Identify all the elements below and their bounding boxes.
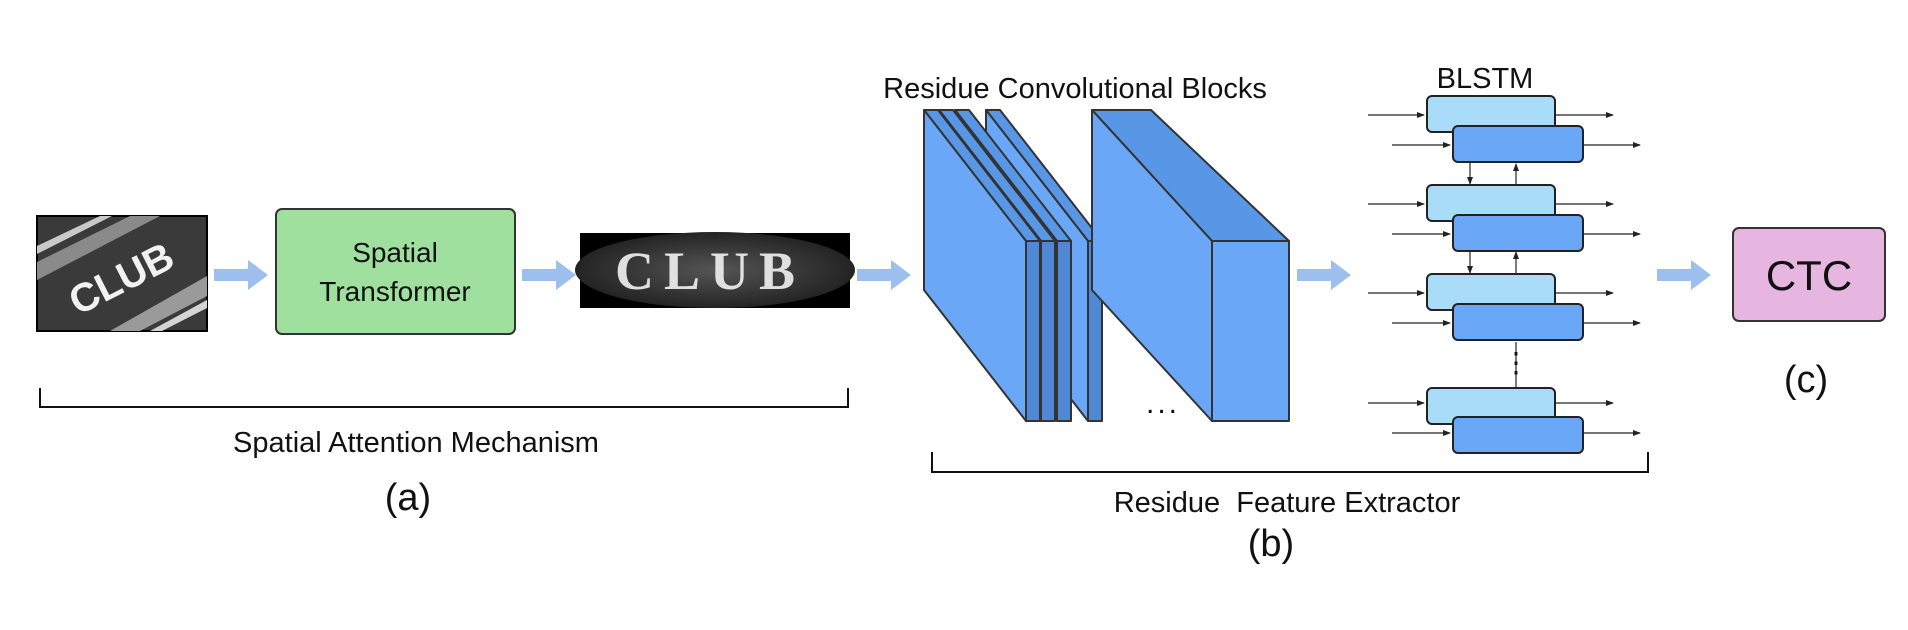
input-text-image: CLUB bbox=[36, 215, 208, 332]
flow-arrow bbox=[857, 260, 911, 290]
section-b-tag: (b) bbox=[1248, 523, 1294, 565]
blstm-cell-pair bbox=[1368, 387, 1641, 454]
spatial-transformer-label-line1: Spatial bbox=[352, 237, 438, 268]
bracket-b bbox=[931, 452, 1649, 473]
section-a-tag: (a) bbox=[385, 477, 431, 519]
spatial-transformer-box: Spatial Transformer bbox=[275, 208, 516, 335]
blstm-vertical-ellipsis: ⋮ bbox=[1502, 347, 1530, 378]
blstm-cell-pair bbox=[1368, 95, 1641, 163]
spatial-transformer-label-line2: Transformer bbox=[319, 276, 470, 307]
spatial-attention-mechanism-label: Spatial Attention Mechanism bbox=[233, 427, 599, 459]
blstm-cell-pair bbox=[1368, 184, 1641, 252]
rectified-text-image: CLUB bbox=[575, 232, 855, 308]
ctc-box: CTC bbox=[1732, 227, 1886, 322]
residue-feature-extractor-label: Residue Feature Extractor bbox=[1114, 487, 1461, 519]
blstm-title: BLSTM bbox=[1437, 63, 1534, 95]
conv-blocks bbox=[923, 109, 1290, 422]
blstm-cell-pair bbox=[1368, 273, 1641, 341]
conv-block bbox=[923, 109, 1041, 422]
flow-arrow bbox=[214, 260, 268, 290]
ctc-label: CTC bbox=[1766, 252, 1852, 299]
bracket-a bbox=[39, 388, 849, 408]
flow-arrow bbox=[1657, 260, 1711, 290]
flow-arrow bbox=[1297, 260, 1351, 290]
residue-conv-blocks-title: Residue Convolutional Blocks bbox=[883, 73, 1267, 105]
conv-ellipsis: ... bbox=[1146, 387, 1180, 420]
flow-arrow bbox=[522, 260, 576, 290]
conv-block-large bbox=[1091, 109, 1290, 422]
rectified-image-text: CLUB bbox=[615, 241, 805, 301]
section-c-tag: (c) bbox=[1784, 359, 1828, 401]
blstm-stack bbox=[1368, 95, 1641, 454]
